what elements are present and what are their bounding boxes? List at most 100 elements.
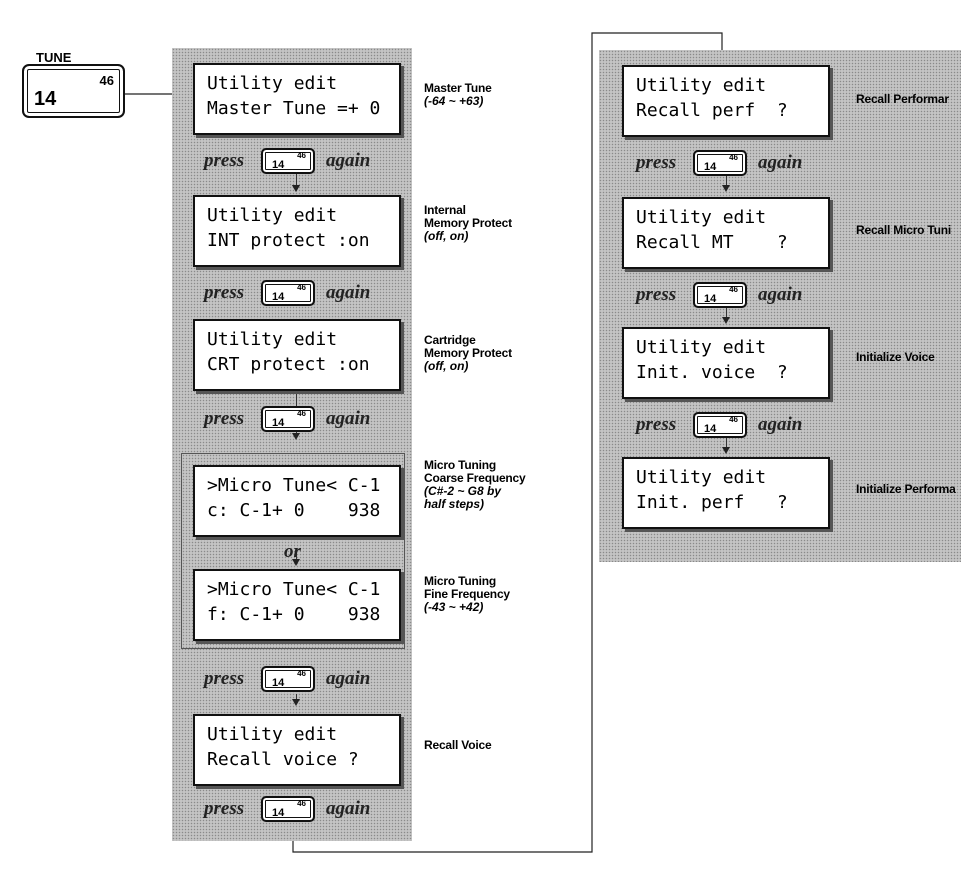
description-title: Micro Tuning bbox=[424, 458, 497, 472]
flow-line bbox=[296, 548, 297, 560]
description-title: Initialize Performa bbox=[856, 482, 956, 496]
again-label: again bbox=[326, 150, 371, 171]
press-label: press bbox=[636, 284, 677, 305]
press-label: press bbox=[204, 408, 245, 429]
lcd-line2: Recall MT ? bbox=[636, 232, 788, 253]
description-title: Internal bbox=[424, 203, 466, 217]
again-label: again bbox=[326, 798, 371, 819]
description-title: Recall Micro Tuni bbox=[856, 223, 952, 237]
lcd-line2: c: C-1+ 0 938 bbox=[207, 500, 381, 521]
lcd-line2: Init. perf ? bbox=[636, 492, 788, 513]
small-button-subnumber: 46 bbox=[297, 283, 306, 292]
tune-button-small[interactable]: 14 46 bbox=[261, 666, 315, 692]
description-init-voice: Initialize Voice bbox=[856, 351, 935, 364]
description-title: Micro Tuning bbox=[424, 574, 497, 588]
press-label: press bbox=[204, 798, 245, 819]
description-title: Master Tune bbox=[424, 81, 492, 95]
flow-line bbox=[296, 694, 297, 700]
tune-button-small[interactable]: 14 46 bbox=[261, 148, 315, 174]
lcd-line1: Utility edit bbox=[636, 207, 767, 228]
tune-button-small[interactable]: 14 46 bbox=[693, 150, 747, 176]
description-recall-perf: Recall Performar bbox=[856, 93, 949, 106]
small-button-number: 14 bbox=[704, 423, 717, 435]
small-button-subnumber: 46 bbox=[297, 151, 306, 160]
again-label: again bbox=[326, 408, 371, 429]
flow-arrow-icon bbox=[722, 447, 730, 454]
flow-line bbox=[726, 305, 727, 318]
tune-button-small[interactable]: 14 46 bbox=[693, 412, 747, 438]
or-label: or bbox=[284, 541, 301, 562]
small-button-number: 14 bbox=[272, 677, 285, 689]
lcd-line2: f: C-1+ 0 938 bbox=[207, 604, 381, 625]
description-range: (off, on) bbox=[424, 229, 469, 243]
again-label: again bbox=[758, 152, 803, 173]
again-label: again bbox=[758, 284, 803, 305]
again-label: again bbox=[326, 668, 371, 689]
description-recall-voice: Recall Voice bbox=[424, 738, 492, 752]
small-button-number: 14 bbox=[704, 293, 717, 305]
press-label: press bbox=[204, 668, 245, 689]
description-range: (C#-2 ~ G8 by bbox=[424, 484, 502, 498]
lcd-line1: Utility edit bbox=[636, 467, 767, 488]
flow-arrow-icon bbox=[292, 559, 300, 566]
flow-arrow-icon bbox=[292, 185, 300, 192]
flow-arrow-icon bbox=[722, 185, 730, 192]
small-button-number: 14 bbox=[272, 417, 285, 429]
lcd-line1: Utility edit bbox=[636, 337, 767, 358]
small-button-subnumber: 46 bbox=[729, 153, 738, 162]
tune-button[interactable]: 14 46 bbox=[22, 64, 125, 118]
small-button-subnumber: 46 bbox=[297, 799, 306, 808]
description-title: Coarse Frequency bbox=[424, 471, 526, 485]
description-title: Cartridge bbox=[424, 333, 476, 347]
small-button-subnumber: 46 bbox=[297, 669, 306, 678]
press-label: press bbox=[636, 414, 677, 435]
description-title: Fine Frequency bbox=[424, 587, 510, 601]
small-button-number: 14 bbox=[272, 159, 285, 171]
small-button-number: 14 bbox=[704, 161, 717, 173]
small-button-subnumber: 46 bbox=[729, 415, 738, 424]
tune-button-small[interactable]: 14 46 bbox=[693, 282, 747, 308]
flow-line bbox=[726, 437, 727, 448]
description-range: (-64 ~ +63) bbox=[424, 94, 484, 108]
small-button-number: 14 bbox=[272, 807, 285, 819]
lcd-line2: Recall perf ? bbox=[636, 100, 788, 121]
lcd-line1: Utility edit bbox=[636, 75, 767, 96]
description-title: Recall Voice bbox=[424, 738, 492, 752]
tune-button-small[interactable]: 14 46 bbox=[261, 796, 315, 822]
flow-arrow-icon bbox=[722, 317, 730, 324]
utility-column-left bbox=[172, 48, 412, 841]
flow-arrow-icon bbox=[292, 699, 300, 706]
tune-button-subnumber: 46 bbox=[99, 73, 114, 88]
again-label: again bbox=[758, 414, 803, 435]
again-label: again bbox=[326, 282, 371, 303]
lcd-line1: Utility edit bbox=[207, 724, 338, 745]
lcd-line1: Utility edit bbox=[207, 73, 338, 94]
lcd-line1: Utility edit bbox=[207, 329, 338, 350]
small-button-subnumber: 46 bbox=[729, 285, 738, 294]
tune-button-number: 14 bbox=[34, 88, 57, 110]
description-range: (off, on) bbox=[424, 359, 469, 373]
lcd-line2: INT protect :on bbox=[207, 230, 370, 251]
flow-arrow-icon bbox=[292, 433, 300, 440]
lcd-screen-micro-fine: >Micro Tune< C-1 f: C-1+ 0 938 bbox=[193, 569, 401, 641]
lcd-line2: Master Tune =+ 0 bbox=[207, 98, 381, 119]
description-range: (-43 ~ +42) bbox=[424, 600, 484, 614]
description-init-perf: Initialize Performa bbox=[856, 483, 956, 496]
description-title: Memory Protect bbox=[424, 346, 512, 360]
lcd-line1: >Micro Tune< C-1 bbox=[207, 579, 381, 600]
lcd-line1: >Micro Tune< C-1 bbox=[207, 475, 381, 496]
lcd-line2: Recall voice ? bbox=[207, 749, 359, 770]
description-master-tune: Master Tune(-64 ~ +63) bbox=[424, 82, 492, 108]
flow-line bbox=[726, 176, 727, 186]
lcd-line1: Utility edit bbox=[207, 205, 338, 226]
